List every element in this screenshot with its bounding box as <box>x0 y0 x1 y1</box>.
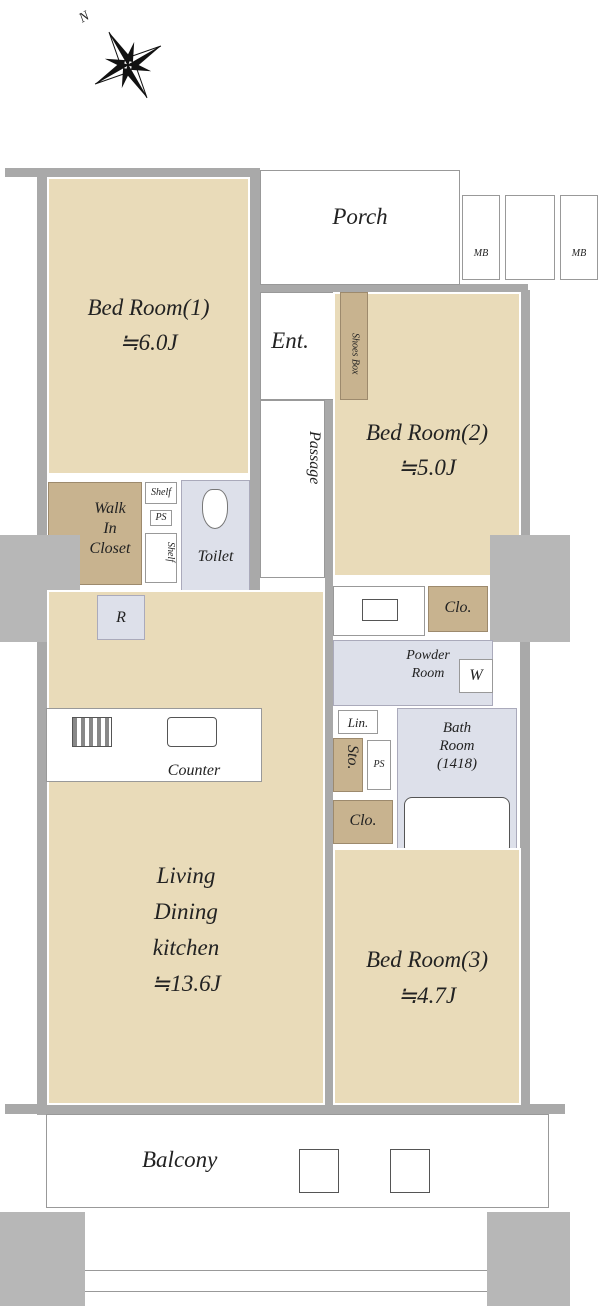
washer-space: W <box>459 659 493 693</box>
sink-icon <box>167 717 217 747</box>
toilet: Toilet <box>181 480 250 602</box>
bed-room-3: Bed Room(3) ≒4.7J <box>333 848 521 1105</box>
closet-label: Clo. <box>349 812 377 829</box>
vanity-sink <box>333 586 425 636</box>
meter-box: MB <box>560 195 598 280</box>
entrance: Ent. <box>260 292 340 400</box>
shelf: Shelf <box>145 482 177 504</box>
room-name: Living <box>156 863 216 888</box>
refrigerator-label: R <box>116 609 126 626</box>
compass-rose-icon <box>94 31 162 99</box>
meter-box-space <box>505 195 555 280</box>
counter-label: Counter <box>167 762 221 779</box>
closet-label: Walk <box>94 500 126 517</box>
basin-icon <box>362 599 398 621</box>
balcony: Balcony <box>46 1114 549 1208</box>
refrigerator-space: R <box>97 595 145 640</box>
ps-label: PS <box>373 759 385 770</box>
porch-label: Porch <box>332 204 388 229</box>
living-dining-kitchen: Living Dining kitchen ≒13.6J <box>47 590 325 1105</box>
linen-label: Lin. <box>347 715 369 730</box>
powder-room-label: Powder <box>406 648 450 663</box>
pillar <box>490 535 570 642</box>
wall <box>5 168 260 177</box>
shoes-box-label: Shoes Box <box>349 333 361 375</box>
bed-room-2: Bed Room(2) ≒5.0J <box>333 292 521 577</box>
wall <box>250 170 260 610</box>
outdoor-unit-icon <box>299 1149 339 1193</box>
wall <box>5 1104 565 1114</box>
railing <box>85 1270 487 1292</box>
room-name: Bed Room(2) <box>366 420 488 445</box>
shelf: Shelf <box>145 533 177 583</box>
room-name: Bed Room(3) <box>366 947 488 972</box>
storage: Sto. <box>333 738 363 792</box>
shoes-box: Shoes Box <box>340 292 368 400</box>
closet-label: Clo. <box>444 599 472 616</box>
room-name: kitchen <box>152 935 220 960</box>
room-size: ≒5.0J <box>397 455 457 480</box>
bed-room-1: Bed Room(1) ≒6.0J <box>47 177 250 475</box>
washer-label: W <box>469 667 483 684</box>
meter-box-label: MB <box>473 248 489 259</box>
wall <box>37 170 47 1115</box>
entrance-label: Ent. <box>271 328 309 353</box>
meter-box: MB <box>462 195 500 280</box>
pipe-space: PS <box>367 740 391 790</box>
meter-box-label: MB <box>571 248 587 259</box>
linen-closet: Lin. <box>338 710 378 734</box>
bathtub-icon <box>404 797 510 855</box>
room-size: ≒6.0J <box>119 330 178 355</box>
powder-room: Powder Room W <box>333 640 493 706</box>
room-name: Bed Room(1) <box>87 295 210 320</box>
storage-label: Sto. <box>344 745 361 770</box>
bath-room: Bath Room (1418) <box>397 708 517 863</box>
toilet-fixture-icon <box>202 489 228 529</box>
wall <box>520 290 530 1110</box>
toilet-label: Toilet <box>197 548 234 565</box>
closet-label: Closet <box>89 540 131 557</box>
room-size: ≒4.7J <box>397 983 457 1008</box>
bath-label: (1418) <box>437 756 477 772</box>
pillar <box>487 1212 570 1306</box>
closet-label: In <box>103 520 117 537</box>
kitchen-counter: Counter <box>46 708 262 782</box>
bath-label: Room <box>439 738 475 754</box>
wall <box>258 284 528 292</box>
room-name: Dining <box>154 899 218 924</box>
pillar <box>0 1212 85 1306</box>
balcony-label: Balcony <box>142 1147 218 1172</box>
bath-label: Bath <box>442 720 472 736</box>
room-size: ≒13.6J <box>151 971 221 996</box>
ps-label: PS <box>155 512 167 523</box>
closet: Clo. <box>428 586 488 632</box>
passage: Passage <box>260 400 325 578</box>
porch: Porch <box>260 170 460 285</box>
powder-room-label: Room <box>411 666 445 681</box>
stove-icon <box>72 717 112 747</box>
outdoor-unit-icon <box>390 1149 430 1193</box>
shelf-label: Shelf <box>151 487 171 498</box>
shelf-label: Shelf <box>165 542 176 562</box>
pipe-space: PS <box>150 510 172 526</box>
closet: Clo. <box>333 800 393 844</box>
wall <box>325 290 333 1105</box>
passage-label: Passage <box>306 431 323 485</box>
